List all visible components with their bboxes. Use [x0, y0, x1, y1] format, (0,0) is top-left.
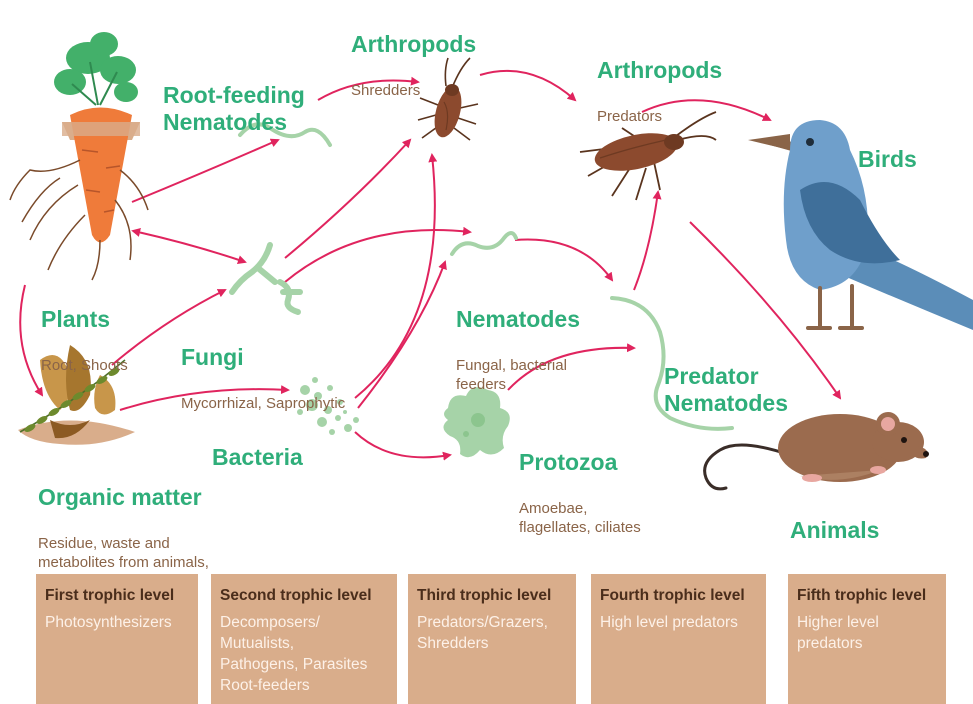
arrow-bacteria-to-nematodes	[358, 262, 445, 408]
trophic-level-box-first: First trophic level Photosynthesizers	[36, 574, 198, 704]
predator-nematodes-label: Predator Nematodes	[664, 340, 788, 440]
trophic-level-title: Fourth trophic level	[600, 586, 758, 606]
predator-nematodes-title: Predator Nematodes	[664, 363, 788, 417]
arthropods-shredders-subtitle: Shredders	[351, 81, 476, 100]
birds-label: Birds	[858, 123, 917, 196]
trophic-level-box-fifth: Fifth trophic level Higher level predato…	[788, 574, 946, 704]
organic-matter-title: Organic matter	[38, 484, 209, 511]
arrow-nematodes-to-nematodes-predators	[515, 240, 612, 281]
plants-subtitle: Root, Shoots	[41, 356, 128, 375]
trophic-level-description: Higher level predators	[797, 612, 938, 654]
protozoa-subtitle: Amoebae, flagellates, ciliates	[519, 499, 641, 537]
arrow-bacteria-to-protozoa	[355, 432, 450, 457]
bacteria-title: Bacteria	[212, 444, 303, 471]
arthropods-predators-subtitle: Predators	[597, 107, 722, 126]
fungi-label: Fungi Mycorrhizal, Saprophytic	[181, 321, 345, 428]
fungi-title: Fungi	[181, 344, 345, 371]
trophic-level-title: Fifth trophic level	[797, 586, 938, 606]
trophic-level-description: Predators/Grazers, Shredders	[417, 612, 568, 654]
plants-label: Plants Root, Shoots	[41, 283, 128, 390]
arrow-arthropods-shredders-to-arthropods-predators	[480, 71, 575, 100]
protozoa-title: Protozoa	[519, 449, 641, 476]
fungi-subtitle: Mycorrhizal, Saprophytic	[181, 394, 345, 413]
trophic-level-description: Photosynthesizers	[45, 612, 190, 633]
protozoa-label: Protozoa Amoebae, flagellates, ciliates	[519, 426, 641, 552]
trophic-level-box-third: Third trophic level Predators/Grazers, S…	[408, 574, 576, 704]
arrow-plants-fungi-bidirectional	[138, 232, 245, 262]
trophic-level-box-second: Second trophic level Decomposers/ Mutual…	[211, 574, 397, 704]
arthropods-shredders-label: Arthropods Shredders	[351, 8, 476, 115]
arrow-nematodes-to-arthropods-predators	[634, 192, 658, 290]
trophic-level-title: Third trophic level	[417, 586, 568, 606]
root-feeding-nematodes-label: Root-feeding Nematodes	[163, 59, 305, 159]
trophic-level-description: High level predators	[600, 612, 758, 633]
arrow-bacteria-to-arthropods-shredders	[355, 155, 435, 398]
trophic-level-description: Decomposers/ Mutualists, Pathogens, Para…	[220, 612, 389, 696]
arrow-fungi-to-nematodes	[285, 230, 470, 282]
nematodes-title: Nematodes	[456, 306, 580, 333]
arthropods-shredders-title: Arthropods	[351, 31, 476, 58]
trophic-level-title: First trophic level	[45, 586, 190, 606]
root-feeding-nematodes-title: Root-feeding Nematodes	[163, 82, 305, 136]
arthropods-predators-title: Arthropods	[597, 57, 722, 84]
nematodes-subtitle: Fungal, bacterial feeders	[456, 356, 580, 394]
arthropods-predators-label: Arthropods Predators	[597, 34, 722, 141]
bacteria-label: Bacteria	[212, 421, 303, 494]
nematode-icon	[452, 233, 516, 254]
nematodes-label: Nematodes Fungal, bacterial feeders	[456, 283, 580, 409]
plants-title: Plants	[41, 306, 128, 333]
trophic-level-box-fourth: Fourth trophic level High level predator…	[591, 574, 766, 704]
animals-label: Animals	[790, 494, 879, 567]
arrow-plants-to-organic-matter	[20, 285, 42, 395]
animals-title: Animals	[790, 517, 879, 544]
carrot-icon	[10, 32, 148, 280]
birds-title: Birds	[858, 146, 917, 173]
trophic-level-title: Second trophic level	[220, 586, 389, 606]
